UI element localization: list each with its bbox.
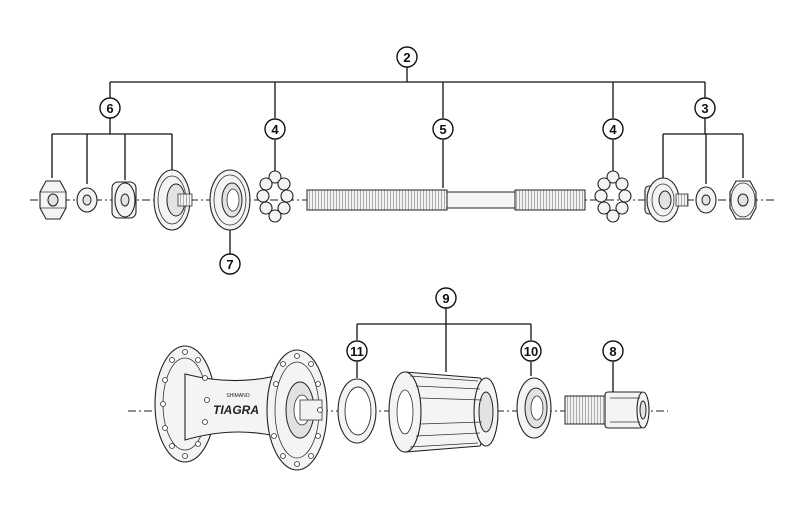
right-cone bbox=[644, 177, 689, 223]
svg-text:11: 11 bbox=[350, 344, 364, 359]
spoke-holes bbox=[160, 349, 323, 467]
callout-6: 6 bbox=[99, 97, 121, 119]
freehub-fixing-bolt bbox=[564, 391, 650, 429]
axle-shaft bbox=[306, 189, 586, 211]
leader-6 bbox=[51, 118, 173, 184]
leader-3 bbox=[662, 118, 744, 184]
right-locknut bbox=[729, 180, 757, 220]
callout-3: 3 bbox=[694, 97, 716, 119]
svg-text:7: 7 bbox=[226, 257, 233, 272]
dust-seal bbox=[209, 169, 251, 231]
svg-text:4: 4 bbox=[609, 122, 617, 137]
callout-7: 7 bbox=[219, 253, 241, 275]
left-washer bbox=[76, 187, 98, 213]
callout-5: 5 bbox=[432, 118, 454, 140]
hub-shell: SHIMANO TIAGRA bbox=[154, 345, 328, 471]
left-locknut bbox=[39, 180, 67, 220]
right-ball-bearings bbox=[594, 170, 632, 223]
callout-4-right: 4 bbox=[602, 118, 624, 140]
hub-body-assembly: SHIMANO TIAGRA bbox=[128, 287, 668, 471]
left-spacer bbox=[111, 181, 137, 219]
right-washer bbox=[695, 186, 717, 214]
callout-11: 11 bbox=[346, 340, 368, 362]
freehub-washer-10 bbox=[516, 377, 552, 439]
axle-assembly: 2 6 4 5 4 3 7 bbox=[30, 46, 775, 275]
callout-9: 9 bbox=[435, 287, 457, 309]
freehub-body bbox=[388, 371, 499, 453]
left-ball-bearings bbox=[256, 170, 294, 223]
svg-text:3: 3 bbox=[701, 101, 708, 116]
brand-small: SHIMANO bbox=[226, 393, 249, 399]
left-cone bbox=[153, 169, 193, 231]
callout-10: 10 bbox=[520, 340, 542, 362]
brand-large: TIAGRA bbox=[213, 403, 259, 417]
callout-8: 8 bbox=[602, 340, 624, 362]
svg-text:5: 5 bbox=[439, 122, 446, 137]
svg-text:9: 9 bbox=[442, 291, 449, 306]
svg-text:6: 6 bbox=[106, 101, 113, 116]
leader-2 bbox=[109, 67, 706, 118]
callout-4-left: 4 bbox=[264, 118, 286, 140]
freehub-washer-11 bbox=[337, 378, 377, 444]
callout-2: 2 bbox=[396, 46, 418, 68]
svg-text:8: 8 bbox=[609, 344, 616, 359]
svg-text:2: 2 bbox=[403, 50, 410, 65]
leader-9 bbox=[356, 308, 614, 392]
svg-text:4: 4 bbox=[271, 122, 279, 137]
svg-text:10: 10 bbox=[524, 344, 538, 359]
